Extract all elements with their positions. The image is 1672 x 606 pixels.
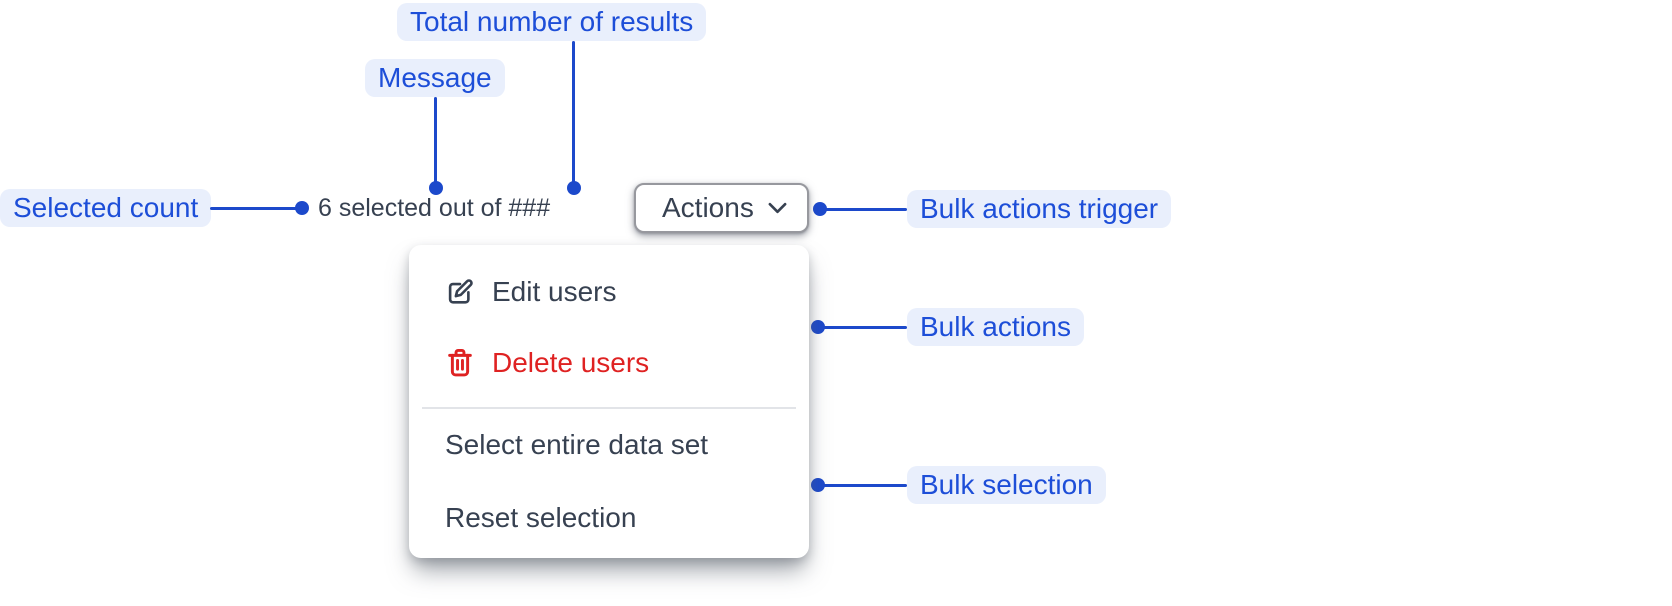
menu-item-delete-users[interactable]: Delete users xyxy=(409,341,809,385)
connector-line-bulk-actions-trigger xyxy=(818,208,907,211)
connector-dot-selected-count xyxy=(295,201,309,215)
connector-line-total-results xyxy=(572,41,575,188)
edit-icon xyxy=(445,276,475,308)
menu-item-label: Reset selection xyxy=(445,502,637,533)
menu-item-edit-users[interactable]: Edit users xyxy=(409,270,809,314)
menu-item-label: Select entire data set xyxy=(445,429,709,460)
annotation-bulk-actions-trigger: Bulk actions trigger xyxy=(907,190,1172,228)
connector-line-message xyxy=(434,97,437,188)
annotation-bulk-actions: Bulk actions xyxy=(907,308,1084,346)
connector-dot-bulk-actions xyxy=(811,320,825,334)
connector-line-bulk-selection xyxy=(816,484,907,487)
connector-dot-bulk-selection xyxy=(811,478,825,492)
annotation-selected-count: Selected count xyxy=(0,189,212,227)
menu-divider xyxy=(422,407,796,409)
bulk-actions-menu: Edit users Delete users Select entire da… xyxy=(409,245,809,558)
connector-dot-bulk-actions-trigger xyxy=(813,202,827,216)
menu-item-label: Edit users xyxy=(492,276,617,307)
trash-icon xyxy=(445,347,475,379)
annotation-bulk-selection: Bulk selection xyxy=(907,466,1106,504)
menu-item-label: Delete users xyxy=(492,347,650,378)
bulk-actions-trigger-button[interactable]: Actions xyxy=(634,183,809,233)
annotation-message: Message xyxy=(365,59,505,97)
connector-dot-message xyxy=(429,181,443,195)
chevron-down-icon xyxy=(768,202,787,214)
connector-line-bulk-actions xyxy=(816,326,907,329)
bulk-actions-trigger-label: Actions xyxy=(662,192,754,223)
menu-item-reset-selection[interactable]: Reset selection xyxy=(409,496,809,540)
annotation-total-number-of-results: Total number of results xyxy=(397,3,707,41)
connector-line-selected-count xyxy=(210,207,302,210)
connector-dot-total-results xyxy=(567,181,581,195)
selection-count-message: 6 selected out of ### xyxy=(318,194,551,222)
menu-item-select-entire-data-set[interactable]: Select entire data set xyxy=(409,423,809,467)
